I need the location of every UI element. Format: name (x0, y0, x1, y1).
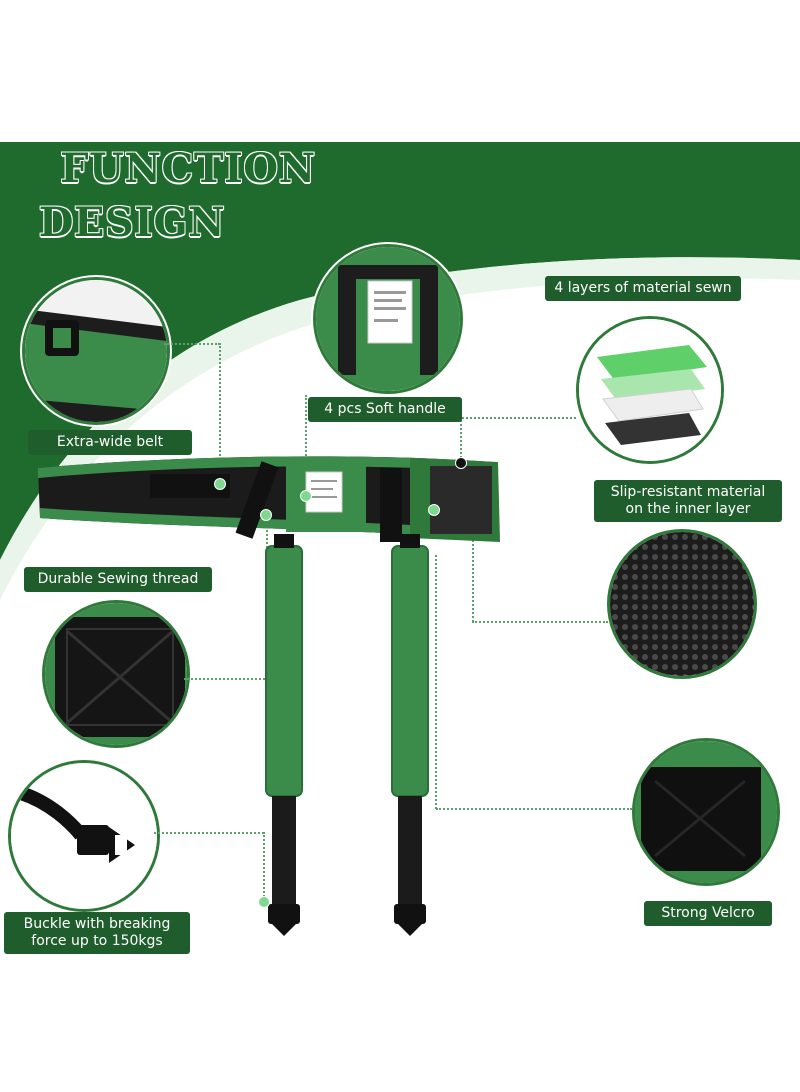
connector-belt-h (164, 343, 220, 345)
circle-velcro-closeup (632, 738, 780, 886)
circle-sewing-closeup (42, 600, 190, 748)
connector-slip-v (472, 512, 474, 622)
marker-slip (428, 504, 440, 516)
circle-handle-closeup (313, 244, 463, 394)
headline-structure-and: STRUCTURE AND (330, 145, 740, 192)
headline-features-showcase: FEATURES SHOWCASE (225, 199, 762, 246)
label-durable-thread-text: Durable Sewing thread (37, 571, 199, 587)
circle-buckle-closeup (8, 760, 160, 912)
label-layers-text: 4 layers of material sewn (554, 280, 732, 296)
circle-slip-texture (607, 529, 757, 679)
label-layers: 4 layers of material sewn (545, 276, 741, 301)
label-soft-handle: 4 pcs Soft handle (308, 397, 462, 422)
material-layers-image (579, 319, 721, 461)
headline-word-design: DESIGN (38, 199, 226, 246)
headline-word-function: FUNCTION (60, 145, 316, 192)
headline-row-2: DESIGNFEATURES SHOWCASE (0, 196, 800, 250)
sewing-closeup-image (45, 603, 187, 745)
connector-buckle-h (154, 832, 264, 834)
marker-sewing (260, 509, 272, 521)
circle-belt-closeup (22, 277, 170, 425)
velcro-closeup-image (635, 741, 777, 883)
slip-texture-image (610, 532, 754, 676)
label-slip-resistant-line1: Slip-resistant material (610, 484, 766, 500)
connector-buckle-v (263, 832, 265, 900)
label-slip-resistant-line2: on the inner layer (625, 501, 751, 517)
label-buckle: Buckle with breaking force up to 150kgs (4, 912, 190, 954)
circle-material-layers (576, 316, 724, 464)
connector-layers-h (462, 417, 576, 419)
marker-buckle (258, 896, 270, 908)
connector-sewing-h (184, 678, 268, 680)
connector-handle-v (305, 395, 307, 495)
label-buckle-line2: force up to 150kgs (31, 933, 163, 949)
label-extra-wide-belt: Extra-wide belt (28, 430, 192, 455)
marker-layers (455, 457, 467, 469)
label-velcro: Strong Velcro (644, 901, 772, 926)
gait-belt-product (38, 456, 500, 936)
marker-handle (300, 490, 312, 502)
connector-layers-v (460, 417, 462, 462)
handle-closeup-image (316, 247, 460, 391)
label-velcro-text: Strong Velcro (661, 905, 755, 921)
label-durable-thread: Durable Sewing thread (24, 567, 212, 592)
headline: FUNCTION STRUCTURE AND DESIGNFEATURES SH… (0, 142, 800, 250)
label-extra-wide-belt-text: Extra-wide belt (56, 434, 164, 450)
buckle-closeup-image (11, 763, 157, 909)
connector-velcro-h (436, 808, 632, 810)
label-slip-resistant: Slip-resistant material on the inner lay… (594, 480, 782, 522)
label-buckle-line1: Buckle with breaking (23, 916, 171, 932)
connector-slip-h (472, 621, 608, 623)
connector-belt-v (219, 343, 221, 483)
headline-row-1: FUNCTION STRUCTURE AND (0, 142, 800, 196)
marker-belt (214, 478, 226, 490)
connector-velcro-v (435, 555, 437, 809)
label-soft-handle-text: 4 pcs Soft handle (324, 401, 446, 417)
belt-closeup-image (25, 280, 167, 422)
